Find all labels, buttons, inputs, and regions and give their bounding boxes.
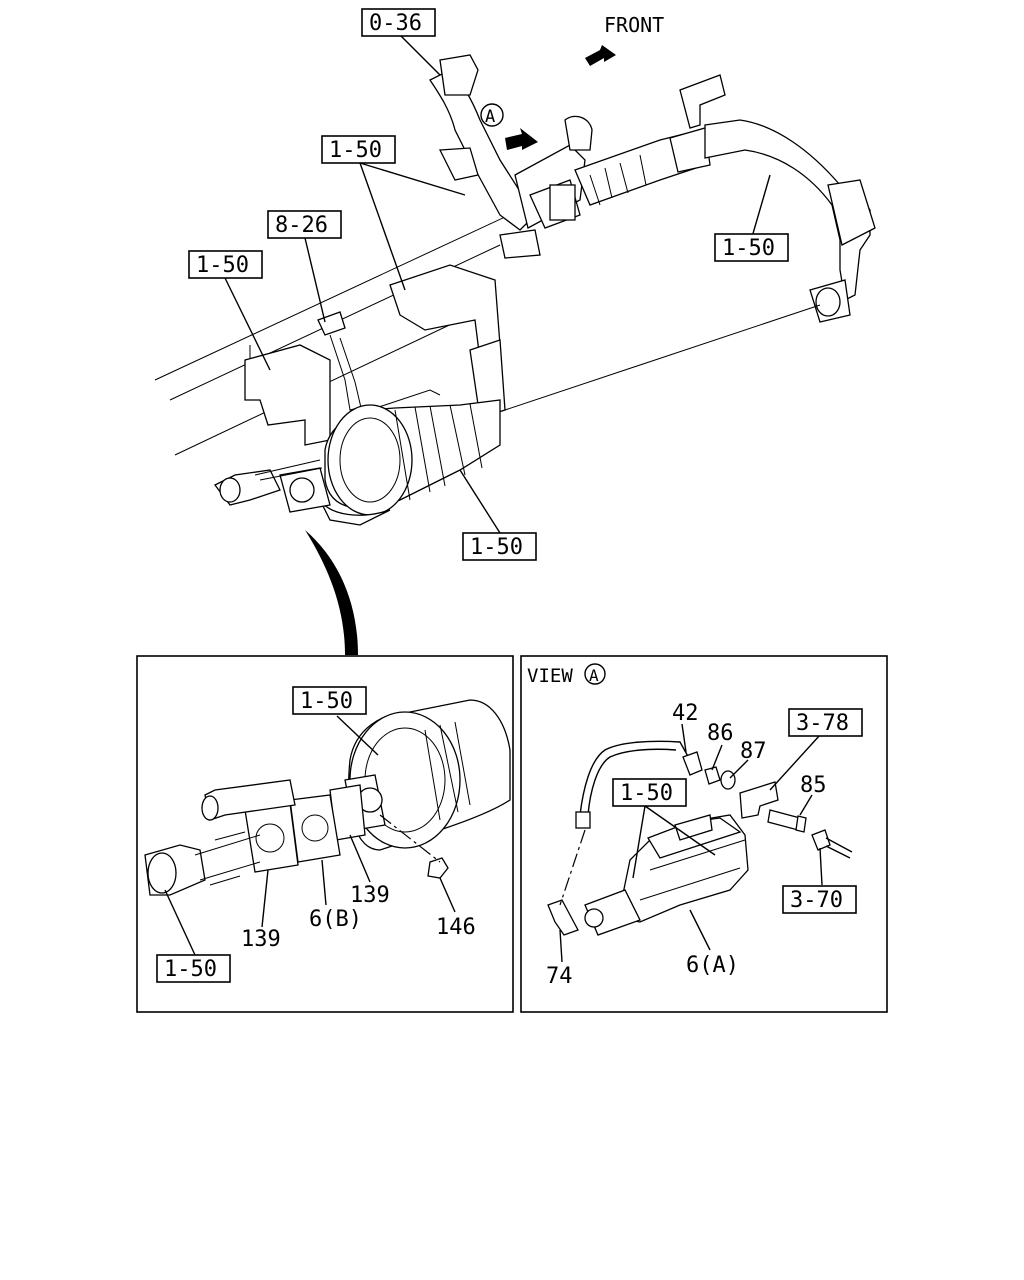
part-number-74: 74 bbox=[546, 964, 573, 989]
view-title-marker: A bbox=[589, 666, 599, 685]
callout-3-70: 3-70 bbox=[782, 885, 857, 914]
callout-1-50-bottom: 1-50 bbox=[462, 532, 537, 561]
callout-0-36: 0-36 bbox=[361, 8, 436, 37]
svg-text:1-50: 1-50 bbox=[164, 957, 217, 982]
svg-text:1-50: 1-50 bbox=[329, 138, 382, 163]
view-title-text: VIEW bbox=[527, 665, 573, 687]
callout-1-50-top: 1-50 bbox=[321, 135, 396, 164]
callout-1-50-view-a: 1-50 bbox=[612, 778, 687, 807]
callout-1-50-right: 1-50 bbox=[714, 233, 789, 262]
view-a-marker-letter: A bbox=[485, 107, 495, 127]
svg-text:1-50: 1-50 bbox=[470, 535, 523, 560]
callout-1-50-left-panel-top: 1-50 bbox=[292, 686, 367, 715]
view-a-title: VIEW A bbox=[527, 663, 606, 687]
part-number-6a: 6(A) bbox=[686, 953, 739, 978]
svg-text:1-50: 1-50 bbox=[722, 236, 775, 261]
front-direction-indicator: FRONT bbox=[585, 13, 664, 66]
callout-1-50-left-panel-bottom: 1-50 bbox=[156, 954, 231, 983]
callout-3-78: 3-78 bbox=[788, 708, 863, 737]
part-number-139-right: 139 bbox=[350, 883, 390, 908]
detail-panel-left bbox=[136, 655, 514, 1013]
callout-1-50-left: 1-50 bbox=[188, 250, 263, 279]
svg-text:3-78: 3-78 bbox=[796, 711, 849, 736]
svg-text:1-50: 1-50 bbox=[620, 781, 673, 806]
part-number-146: 146 bbox=[436, 915, 476, 940]
main-assembly bbox=[154, 34, 876, 655]
part-number-85: 85 bbox=[800, 773, 827, 798]
svg-text:8-26: 8-26 bbox=[275, 213, 328, 238]
part-number-139-left: 139 bbox=[241, 927, 281, 952]
detail-arrow bbox=[305, 530, 358, 655]
part-number-86: 86 bbox=[707, 721, 734, 746]
svg-text:3-70: 3-70 bbox=[790, 888, 843, 913]
view-a-arrow-icon bbox=[505, 128, 538, 150]
front-arrow-icon bbox=[585, 45, 616, 66]
part-number-87: 87 bbox=[740, 739, 767, 764]
svg-text:0-36: 0-36 bbox=[369, 11, 422, 36]
svg-text:1-50: 1-50 bbox=[196, 253, 249, 278]
part-number-6b: 6(B) bbox=[309, 907, 362, 932]
view-a-marker: A bbox=[480, 103, 538, 150]
callout-8-26: 8-26 bbox=[267, 210, 342, 239]
svg-text:1-50: 1-50 bbox=[300, 689, 353, 714]
part-number-42: 42 bbox=[672, 701, 699, 726]
front-label: FRONT bbox=[604, 13, 664, 37]
